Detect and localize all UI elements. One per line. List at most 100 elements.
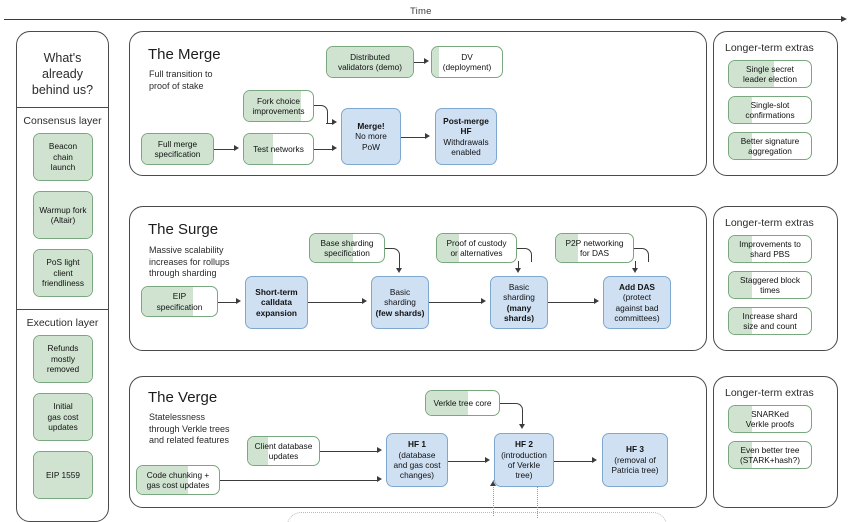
progress-fill: [137, 466, 188, 494]
sidebar-panel: What's already behind us? Consensus laye…: [16, 31, 109, 522]
connector-arrowhead: [594, 298, 599, 305]
connector-p2pdas-down: [635, 261, 637, 270]
dotted-connector-right-vertical: [537, 486, 538, 518]
section-title-merge: The Merge: [148, 46, 221, 63]
progress-fill: [729, 61, 775, 87]
sidebar-item-label: Warmup fork: [39, 204, 87, 215]
node-p2p-networking-for-das[interactable]: P2P networking for DAS: [555, 233, 634, 263]
progress-fill: [729, 133, 752, 159]
sidebar-item-eip-1559[interactable]: EIP 1559: [33, 451, 93, 499]
extra-even-better-tree[interactable]: Even better tree (STARK+hash?): [728, 441, 812, 469]
node-dv-deployment[interactable]: DV (deployment): [431, 46, 503, 78]
progress-fill: [34, 134, 92, 180]
progress-fill: [729, 442, 752, 468]
connector-arrowhead: [234, 145, 239, 152]
progress-fill: [437, 234, 460, 262]
node-merge-no-more-pow[interactable]: Merge! No more PoW: [341, 108, 401, 165]
node-basic-sharding-few-shards[interactable]: Basic sharding (few shards): [371, 276, 429, 329]
extra-better-signature-aggregation[interactable]: Better signature aggregation: [728, 132, 812, 160]
sidebar-item-warmup-fork-altair[interactable]: Warmup fork (Altair): [33, 191, 93, 239]
node-basic-sharding-many-shards[interactable]: Basic sharding (many shards): [490, 276, 548, 329]
connector-basicfew-basicmany: [429, 301, 482, 303]
progress-fill: [556, 234, 578, 262]
sidebar-item-initial-gas-cost-updates[interactable]: Initial gas cost updates: [33, 393, 93, 441]
progress-fill: [34, 336, 92, 382]
section-panel-next-partial: [287, 512, 667, 522]
section-panel-merge: The Merge Full transition to proof of st…: [129, 31, 707, 176]
sidebar-title-line3: behind us?: [31, 83, 94, 97]
sidebar-divider-2: [17, 309, 108, 311]
node-short-term-calldata-expansion[interactable]: Short-term calldata expansion: [245, 276, 308, 329]
progress-fill: [729, 236, 752, 262]
connector-arrowhead: [396, 268, 403, 273]
sidebar-item-beacon-chain-launch[interactable]: Beacon chain launch: [33, 133, 93, 181]
sidebar-group-label-consensus: Consensus layer: [23, 115, 102, 127]
connector-basesharding-down: [399, 261, 401, 270]
connector-arrowhead: [332, 145, 337, 152]
extra-single-slot-confirmations[interactable]: Single-slot confirmations: [728, 96, 812, 124]
connector-verkle-hf2-down: [522, 416, 524, 425]
progress-fill: [426, 391, 469, 415]
sidebar-item-label: client: [53, 267, 73, 278]
sidebar-item-label: Initial: [53, 401, 73, 412]
node-code-chunking-gas-cost-updates[interactable]: Code chunking + gas cost updates: [136, 465, 220, 495]
dotted-connector-left-vertical: [493, 480, 494, 516]
connector-arrowhead: [485, 457, 490, 464]
node-eip-specification[interactable]: EIP specification: [141, 286, 218, 317]
time-axis-label: Time: [410, 6, 432, 17]
connector-verkle-hf2-elbow: [500, 403, 523, 417]
progress-fill: [34, 250, 92, 296]
node-fork-choice-improvements[interactable]: Fork choice improvements: [243, 90, 314, 122]
connector-hf1-hf2: [448, 460, 486, 462]
extras-title-surge: Longer-term extras: [725, 217, 814, 229]
node-add-das[interactable]: Add DAS (protect against bad committees): [603, 276, 671, 329]
node-proof-of-custody[interactable]: Proof of custody or alternatives: [436, 233, 517, 263]
connector-calldata-basicfew: [308, 301, 363, 303]
connector-arrowhead: [362, 298, 367, 305]
node-verkle-tree-core[interactable]: Verkle tree core: [425, 390, 500, 416]
connector-arrowhead: [377, 447, 382, 454]
extra-snarked-verkle-proofs[interactable]: SNARKed Verkle proofs: [728, 405, 812, 433]
node-hf-2[interactable]: HF 2 (introduction of Verkle tree): [494, 433, 554, 487]
sidebar-item-label: (Altair): [50, 215, 76, 225]
time-axis-line: [4, 19, 842, 20]
node-hf-3[interactable]: HF 3 (removal of Patricia tree): [602, 433, 668, 487]
connector-proofcustody-down: [518, 261, 520, 270]
extras-panel-surge: Longer-term extras Improvements to shard…: [713, 206, 838, 351]
sidebar-item-label: mostly: [51, 353, 75, 364]
sidebar-item-refunds-mostly-removed[interactable]: Refunds mostly removed: [33, 335, 93, 383]
sidebar-item-pos-light-client-friendliness[interactable]: PoS light client friendliness: [33, 249, 93, 297]
connector-arrowhead: [515, 268, 522, 273]
connector-hf2-hf3: [554, 460, 593, 462]
connector-arrowhead: [424, 58, 429, 65]
sidebar-title-line1: What's: [43, 51, 82, 65]
section-description-merge: Full transition to proof of stake: [149, 69, 213, 91]
node-test-networks[interactable]: Test networks: [243, 133, 314, 165]
extra-single-secret-leader-election[interactable]: Single secret leader election: [728, 60, 812, 88]
node-hf-1[interactable]: HF 1 (database and gas cost changes): [386, 433, 448, 487]
progress-fill: [729, 97, 752, 123]
extra-improvements-to-shard-pbs[interactable]: Improvements to shard PBS: [728, 235, 812, 263]
connector-fullmerge-test: [214, 148, 235, 150]
progress-fill: [729, 272, 752, 298]
node-base-sharding-specification[interactable]: Base sharding specification: [309, 233, 385, 263]
extras-title-verge: Longer-term extras: [725, 387, 814, 399]
progress-fill: [432, 47, 439, 77]
connector-codechunking-hf1: [220, 479, 378, 481]
extra-increase-shard-size-and-count[interactable]: Increase shard size and count: [728, 307, 812, 335]
node-post-merge-hf[interactable]: Post-merge HF Withdrawals enabled: [435, 108, 497, 165]
progress-fill: [34, 394, 92, 440]
connector-basesharding-elbow: [385, 248, 400, 262]
connector-arrowhead: [592, 457, 597, 464]
connector-basicmany-das: [548, 301, 595, 303]
extras-panel-verge: Longer-term extras SNARKed Verkle proofs…: [713, 376, 838, 508]
sidebar-divider-1: [17, 107, 108, 109]
connector-arrowhead: [236, 298, 241, 305]
node-full-merge-specification[interactable]: Full merge specification: [141, 133, 214, 165]
extra-staggered-block-times[interactable]: Staggered block times: [728, 271, 812, 299]
node-distributed-validators[interactable]: Distributed validators (demo): [326, 46, 414, 78]
node-client-database-updates[interactable]: Client database updates: [247, 436, 320, 466]
sidebar-group-label-execution: Execution layer: [26, 317, 99, 329]
connector-arrowhead: [519, 424, 526, 429]
